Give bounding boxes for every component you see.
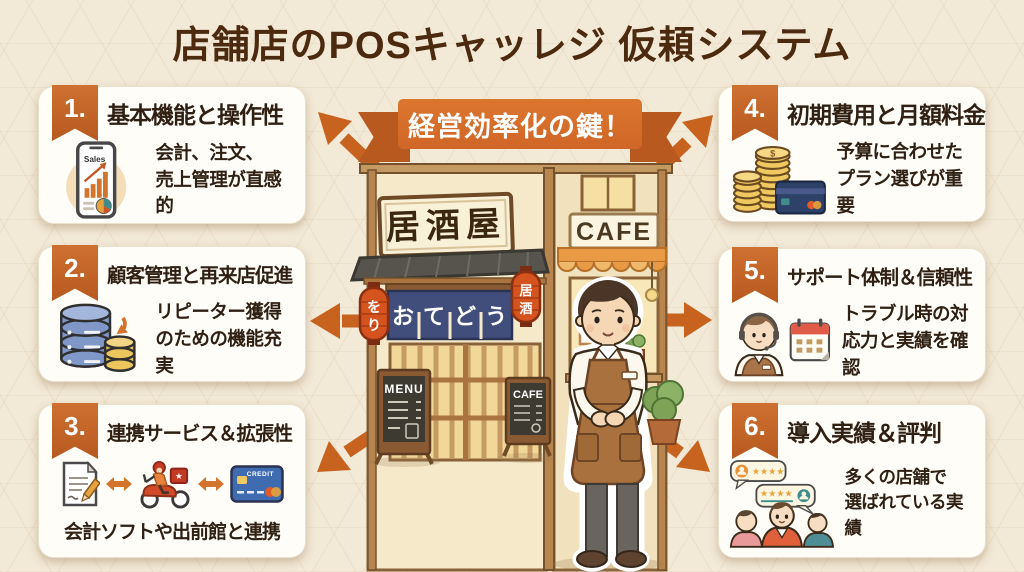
card6-title: 導入実績＆評判 (787, 420, 942, 446)
svg-text:を: を (367, 299, 381, 315)
arrow-head-to-card1 (318, 112, 352, 145)
svg-text:Sales: Sales (84, 155, 106, 164)
arrow-head-to-card5 (684, 302, 712, 338)
customer-database-icon (60, 303, 136, 373)
card3-title: 連携サービス＆拡張性 (107, 422, 293, 445)
svg-text:り: り (367, 317, 381, 333)
svg-text:$: $ (770, 149, 775, 159)
ribbon-banner: 経営効率化の鍵！ (398, 99, 642, 149)
left-post (367, 169, 377, 571)
card4-title: 初期費用と月額料金 (787, 102, 986, 128)
card1-number: 1. (64, 93, 86, 123)
arrow-head-to-card6 (676, 440, 710, 472)
double-arrow-icon (198, 477, 224, 491)
top-beam (359, 163, 673, 174)
svg-text:★★★★: ★★★★ (752, 467, 785, 477)
reviews-people-icon: ★★★★ ★★★★ (729, 460, 835, 548)
card2-number: 2. (64, 253, 86, 283)
card5-title: サポート体制＆信頼性 (787, 266, 973, 289)
noren-text: お て ど う (392, 304, 507, 329)
card-customer-management: 2. 顧客管理と再来店促進 リピー (38, 245, 306, 382)
card-track-record: 6. 導入実績＆評判 ★★★★ ★★★★ (718, 403, 986, 558)
shop-owner (553, 276, 663, 572)
document-pencil-icon (62, 461, 100, 507)
smartphone-sales-chart-icon: Sales (66, 141, 127, 219)
card2-description: リピーター獲得 のための機能充実 (155, 301, 282, 376)
review-bubble-2: ★★★★ (755, 483, 816, 515)
svg-text:て: て (423, 304, 445, 329)
card2-title: 顧客管理と再来店促進 (107, 264, 293, 287)
arrow-head-to-card3 (317, 441, 351, 472)
bush-plant (642, 380, 684, 445)
coins-credit-card-icon: $ (732, 146, 826, 215)
support-agent-calendar-icon (734, 312, 831, 377)
arrow-head-to-card4 (682, 115, 713, 148)
double-arrow-icon (106, 477, 132, 491)
card4-number: 4. (744, 93, 766, 123)
menu-board-title: MENU (384, 382, 423, 396)
card5-number: 5. (744, 255, 766, 285)
svg-text:CREDIT: CREDIT (247, 471, 274, 478)
svg-text:お: お (392, 304, 414, 329)
cafe-sign-text: CAFE (576, 218, 652, 246)
card1-number-badge: 1. (52, 85, 98, 141)
card3-description: 会計ソフトや出前館と連携 (63, 522, 281, 543)
card-costs: 4. 初期費用と月額料金 $ (718, 85, 986, 222)
ribbon-label: 経営効率化の鍵！ (408, 111, 632, 142)
menu-chalkboard: MENU (368, 368, 440, 467)
page-title: 店舗店のPOSキャッレジ 仮頛システム (172, 25, 852, 67)
svg-text:酒: 酒 (519, 301, 532, 316)
credit-card-icon: CREDIT (230, 465, 284, 503)
card6-description: 多くの店舗で 選ばれている実績 (844, 466, 964, 538)
delivery-scooter-icon: ★ (140, 461, 190, 509)
izakaya-sign: 居酒屋 (377, 191, 515, 259)
svg-text:居: 居 (519, 283, 532, 298)
cafe-board-title: CAFE (513, 389, 543, 401)
card6-number: 6. (744, 411, 766, 441)
review-bubble-1: ★★★★ (729, 460, 787, 491)
card-basic-functions: 1. 基本機能と操作性 Sales 会計、注文、 売上管理が直感的 (38, 85, 306, 224)
lantern-left: を り (358, 282, 390, 345)
card-integration-services: 3. 連携サービス＆拡張性 ★ (38, 403, 306, 558)
card5-description: トラブル時の対 応力と実績を確認 (842, 303, 969, 378)
izakaya-sign-text: 居酒屋 (385, 205, 506, 247)
card3-number: 3. (64, 411, 86, 441)
cafe-chalkboard: CAFE (498, 376, 554, 463)
lantern-right: 居 酒 (510, 266, 542, 327)
svg-text:★★★★: ★★★★ (760, 489, 793, 499)
card1-title: 基本機能と操作性 (107, 102, 284, 128)
storefront-illustration: 居酒屋 お て ど う を り 居 酒 (349, 163, 684, 572)
people-group (729, 502, 835, 548)
svg-text:★: ★ (175, 471, 183, 481)
calendar-icon (789, 318, 831, 362)
card-support: 5. サポート体制＆信頼性 (718, 247, 986, 382)
card4-description: 予算に合わせた プラン選びが重要 (836, 141, 964, 216)
svg-text:う: う (485, 304, 507, 329)
arrow-head-to-card2 (310, 303, 340, 339)
corner-post (543, 167, 555, 571)
svg-text:ど: ど (454, 304, 476, 329)
card1-description: 会計、注文、 売上管理が直感的 (155, 141, 282, 217)
